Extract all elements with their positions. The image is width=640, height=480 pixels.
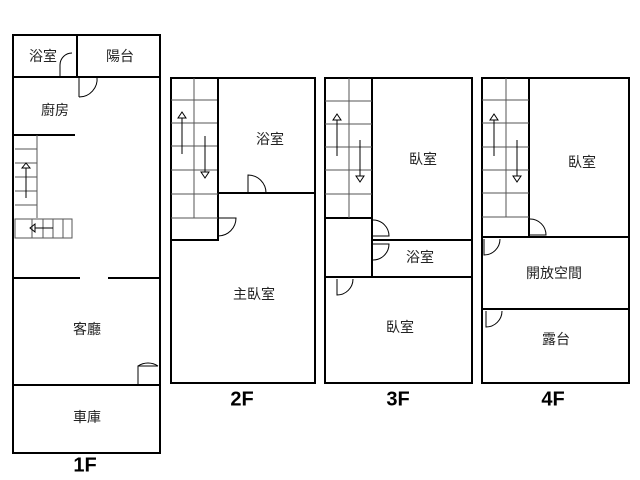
- floor-3f: 臥室 浴室 臥室 3F: [324, 77, 473, 410]
- room-label: 客廳: [73, 321, 101, 338]
- floor-label: 4F: [541, 388, 564, 410]
- floor-label: 3F: [386, 388, 409, 410]
- door-icon: [59, 52, 73, 77]
- room-label: 露台: [542, 332, 570, 348]
- door-icon: [483, 238, 501, 256]
- stairs-icon: [170, 77, 219, 241]
- floor-2f: 浴室 主臥室 2F: [170, 77, 316, 410]
- arrow-down-icon: [512, 140, 522, 183]
- arrow-up-icon: [332, 113, 342, 156]
- door-icon: [529, 218, 547, 236]
- stairs-icon: [481, 77, 530, 238]
- arrow-up-icon: [177, 111, 187, 154]
- door-icon: [485, 310, 503, 328]
- room-label: 陽台: [106, 49, 134, 65]
- door-icon: [217, 217, 237, 237]
- floor-label: 2F: [230, 388, 253, 410]
- door-icon: [336, 278, 354, 296]
- floor-1f: 浴室 陽台 廚房 客廳 車庫 1F: [12, 34, 161, 476]
- room-label: 浴室: [29, 48, 57, 65]
- door-icon: [247, 174, 267, 194]
- room-label: 開放空間: [526, 266, 582, 282]
- floor-label: 1F: [73, 454, 96, 476]
- room-label: 車庫: [73, 409, 101, 426]
- door-icon: [137, 362, 159, 386]
- room-label: 臥室: [386, 319, 414, 336]
- stairs-icon: [324, 77, 373, 219]
- arrow-down-icon: [355, 140, 365, 183]
- room-label: 浴室: [406, 249, 434, 266]
- stairs-icon: [14, 135, 73, 239]
- room-label: 臥室: [409, 151, 437, 168]
- room-label: 廚房: [41, 102, 69, 119]
- arrow-up-icon: [489, 113, 499, 156]
- floor-4f: 臥室 開放空間 露台 4F: [481, 77, 630, 410]
- room-label: 浴室: [256, 131, 284, 148]
- room-label: 主臥室: [233, 286, 275, 303]
- door-icon: [372, 219, 390, 237]
- arrow-down-icon: [200, 136, 210, 179]
- arrow-up-icon: [20, 162, 32, 198]
- door-icon: [78, 76, 98, 98]
- room-label: 臥室: [568, 154, 596, 171]
- arrow-left-icon: [29, 222, 53, 234]
- door-icon: [372, 243, 390, 261]
